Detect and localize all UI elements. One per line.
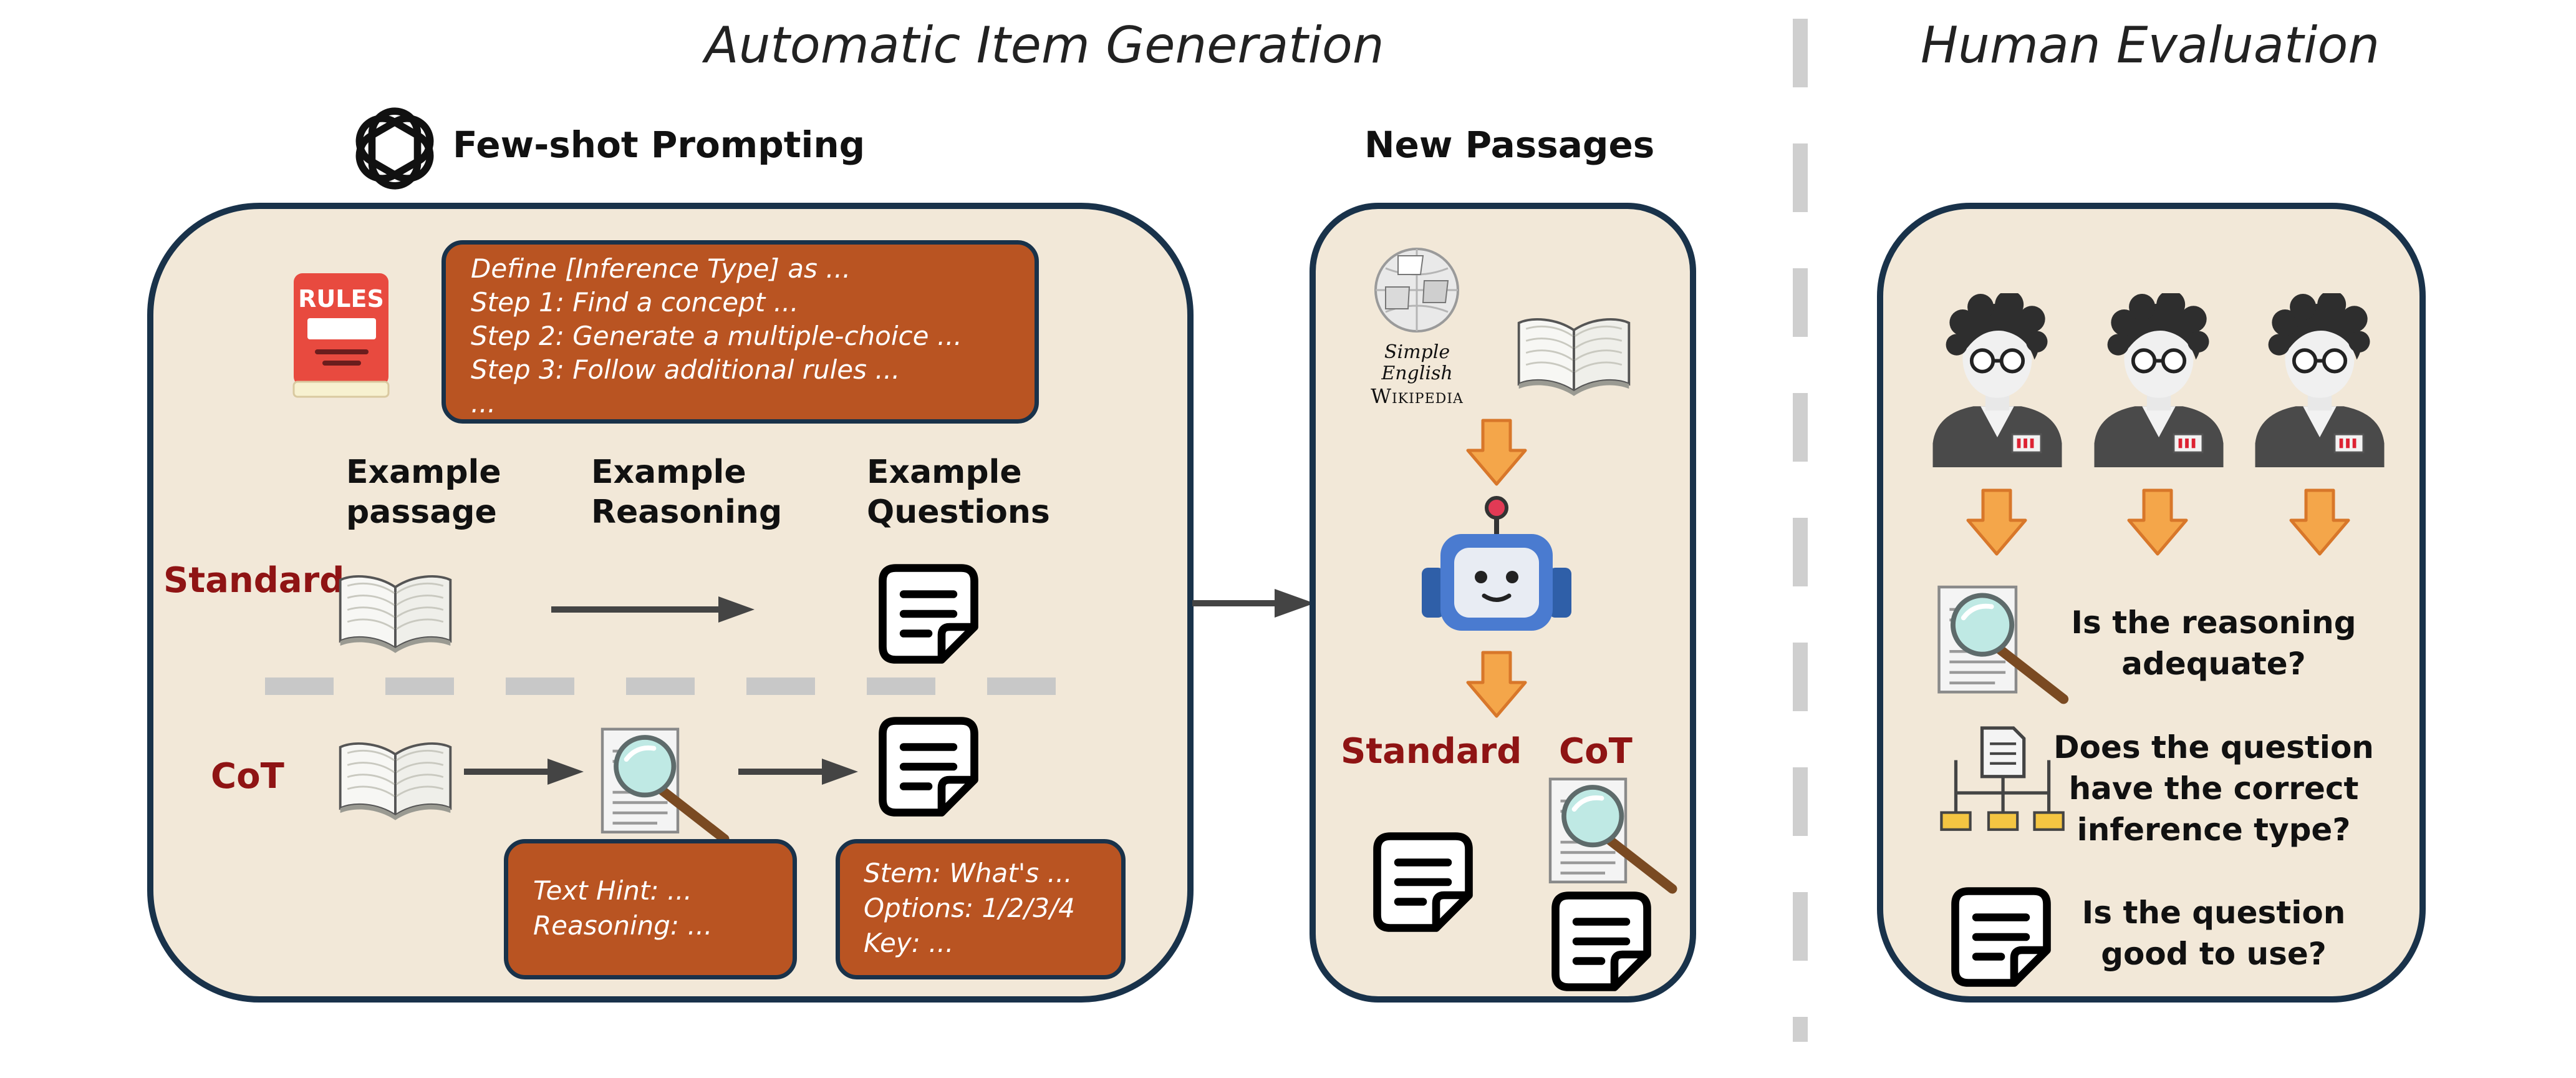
down-arrow-icon bbox=[2289, 488, 2351, 556]
reasoning-line: Text Hint: ... bbox=[533, 875, 692, 906]
cot-output-doc-icon bbox=[1549, 889, 1654, 994]
down-arrow-icon bbox=[1465, 418, 1528, 487]
human-evaluator-icon bbox=[1926, 293, 2069, 468]
cot-passage-book-icon bbox=[339, 742, 452, 820]
eval-question-reasoning: Is the reasoning adequate? bbox=[2071, 605, 2357, 682]
few-shot-prompting-title: Few-shot Prompting bbox=[453, 124, 866, 166]
human-evaluator-icon bbox=[2087, 293, 2231, 468]
standard-output-doc-icon bbox=[1371, 830, 1475, 935]
instruction-prompt-box: Define [Inference Type] as ... Step 1: F… bbox=[441, 240, 1039, 424]
standard-passage-book-icon bbox=[339, 575, 452, 653]
wikipedia-globe-icon bbox=[1374, 248, 1459, 333]
down-arrow-icon bbox=[1465, 650, 1528, 719]
wikipedia-wordmark: Simple English Wikipedia bbox=[1371, 341, 1464, 409]
row-separator bbox=[265, 677, 1069, 695]
eval-question-usability: Is the question good to use? bbox=[2082, 895, 2346, 972]
question-format-line: Stem: What's ... bbox=[864, 858, 1073, 888]
prompt-line: Step 1: Find a concept ... bbox=[471, 287, 799, 318]
row-label-standard: Standard bbox=[163, 560, 345, 601]
prompt-line: Step 3: Follow additional rules ... bbox=[471, 354, 900, 385]
down-arrow-icon bbox=[1966, 488, 2028, 556]
cot-arrow-to-reasoning bbox=[464, 759, 584, 785]
row-label-cot: CoT bbox=[211, 756, 284, 797]
output-label-cot: CoT bbox=[1559, 731, 1633, 772]
rules-book-label: RULES bbox=[298, 285, 384, 313]
prompt-line: Step 2: Generate a multiple-choice ... bbox=[471, 321, 962, 351]
openai-logo-icon bbox=[355, 107, 434, 190]
new-passage-book-icon bbox=[1517, 318, 1631, 396]
eval-question-inference-type: Does the question have the correct infer… bbox=[2053, 729, 2374, 848]
reasoning-format-box: Text Hint: ... Reasoning: ... bbox=[504, 839, 797, 979]
question-format-line: Key: ... bbox=[864, 928, 954, 958]
section-title-human-evaluation: Human Evaluation bbox=[1921, 16, 2380, 74]
new-passages-title: New Passages bbox=[1364, 124, 1655, 166]
section-title-automatic-item-generation: Automatic Item Generation bbox=[705, 16, 1384, 74]
prompt-line: ... bbox=[471, 388, 496, 419]
cot-output-magnifier-icon bbox=[1543, 774, 1681, 897]
panel-connector-arrow bbox=[1192, 589, 1315, 618]
section-divider bbox=[1793, 19, 1808, 1042]
question-format-line: Options: 1/2/3/4 bbox=[864, 893, 1075, 923]
standard-question-doc-icon bbox=[876, 561, 981, 666]
column-header-example-passage: Example passage bbox=[346, 454, 501, 531]
usability-doc-icon bbox=[1949, 885, 2053, 989]
cot-question-doc-icon bbox=[876, 714, 981, 819]
human-evaluator-icon bbox=[2248, 293, 2391, 468]
column-header-example-questions: Example Questions bbox=[867, 454, 1050, 531]
cot-reasoning-magnifier-icon bbox=[596, 724, 733, 847]
column-header-example-reasoning: Example Reasoning bbox=[591, 454, 783, 531]
output-label-standard: Standard bbox=[1341, 731, 1522, 772]
question-format-box: Stem: What's ... Options: 1/2/3/4 Key: .… bbox=[836, 839, 1126, 979]
prompt-line: Define [Inference Type] as ... bbox=[471, 253, 851, 284]
cot-arrow-to-question bbox=[738, 759, 858, 785]
standard-arrow bbox=[551, 596, 755, 623]
rules-book-icon: RULES bbox=[292, 273, 390, 398]
inference-type-hierarchy-icon bbox=[1936, 724, 2067, 836]
robot-icon bbox=[1422, 496, 1571, 631]
down-arrow-icon bbox=[2126, 488, 2189, 556]
reasoning-line: Reasoning: ... bbox=[533, 910, 713, 941]
